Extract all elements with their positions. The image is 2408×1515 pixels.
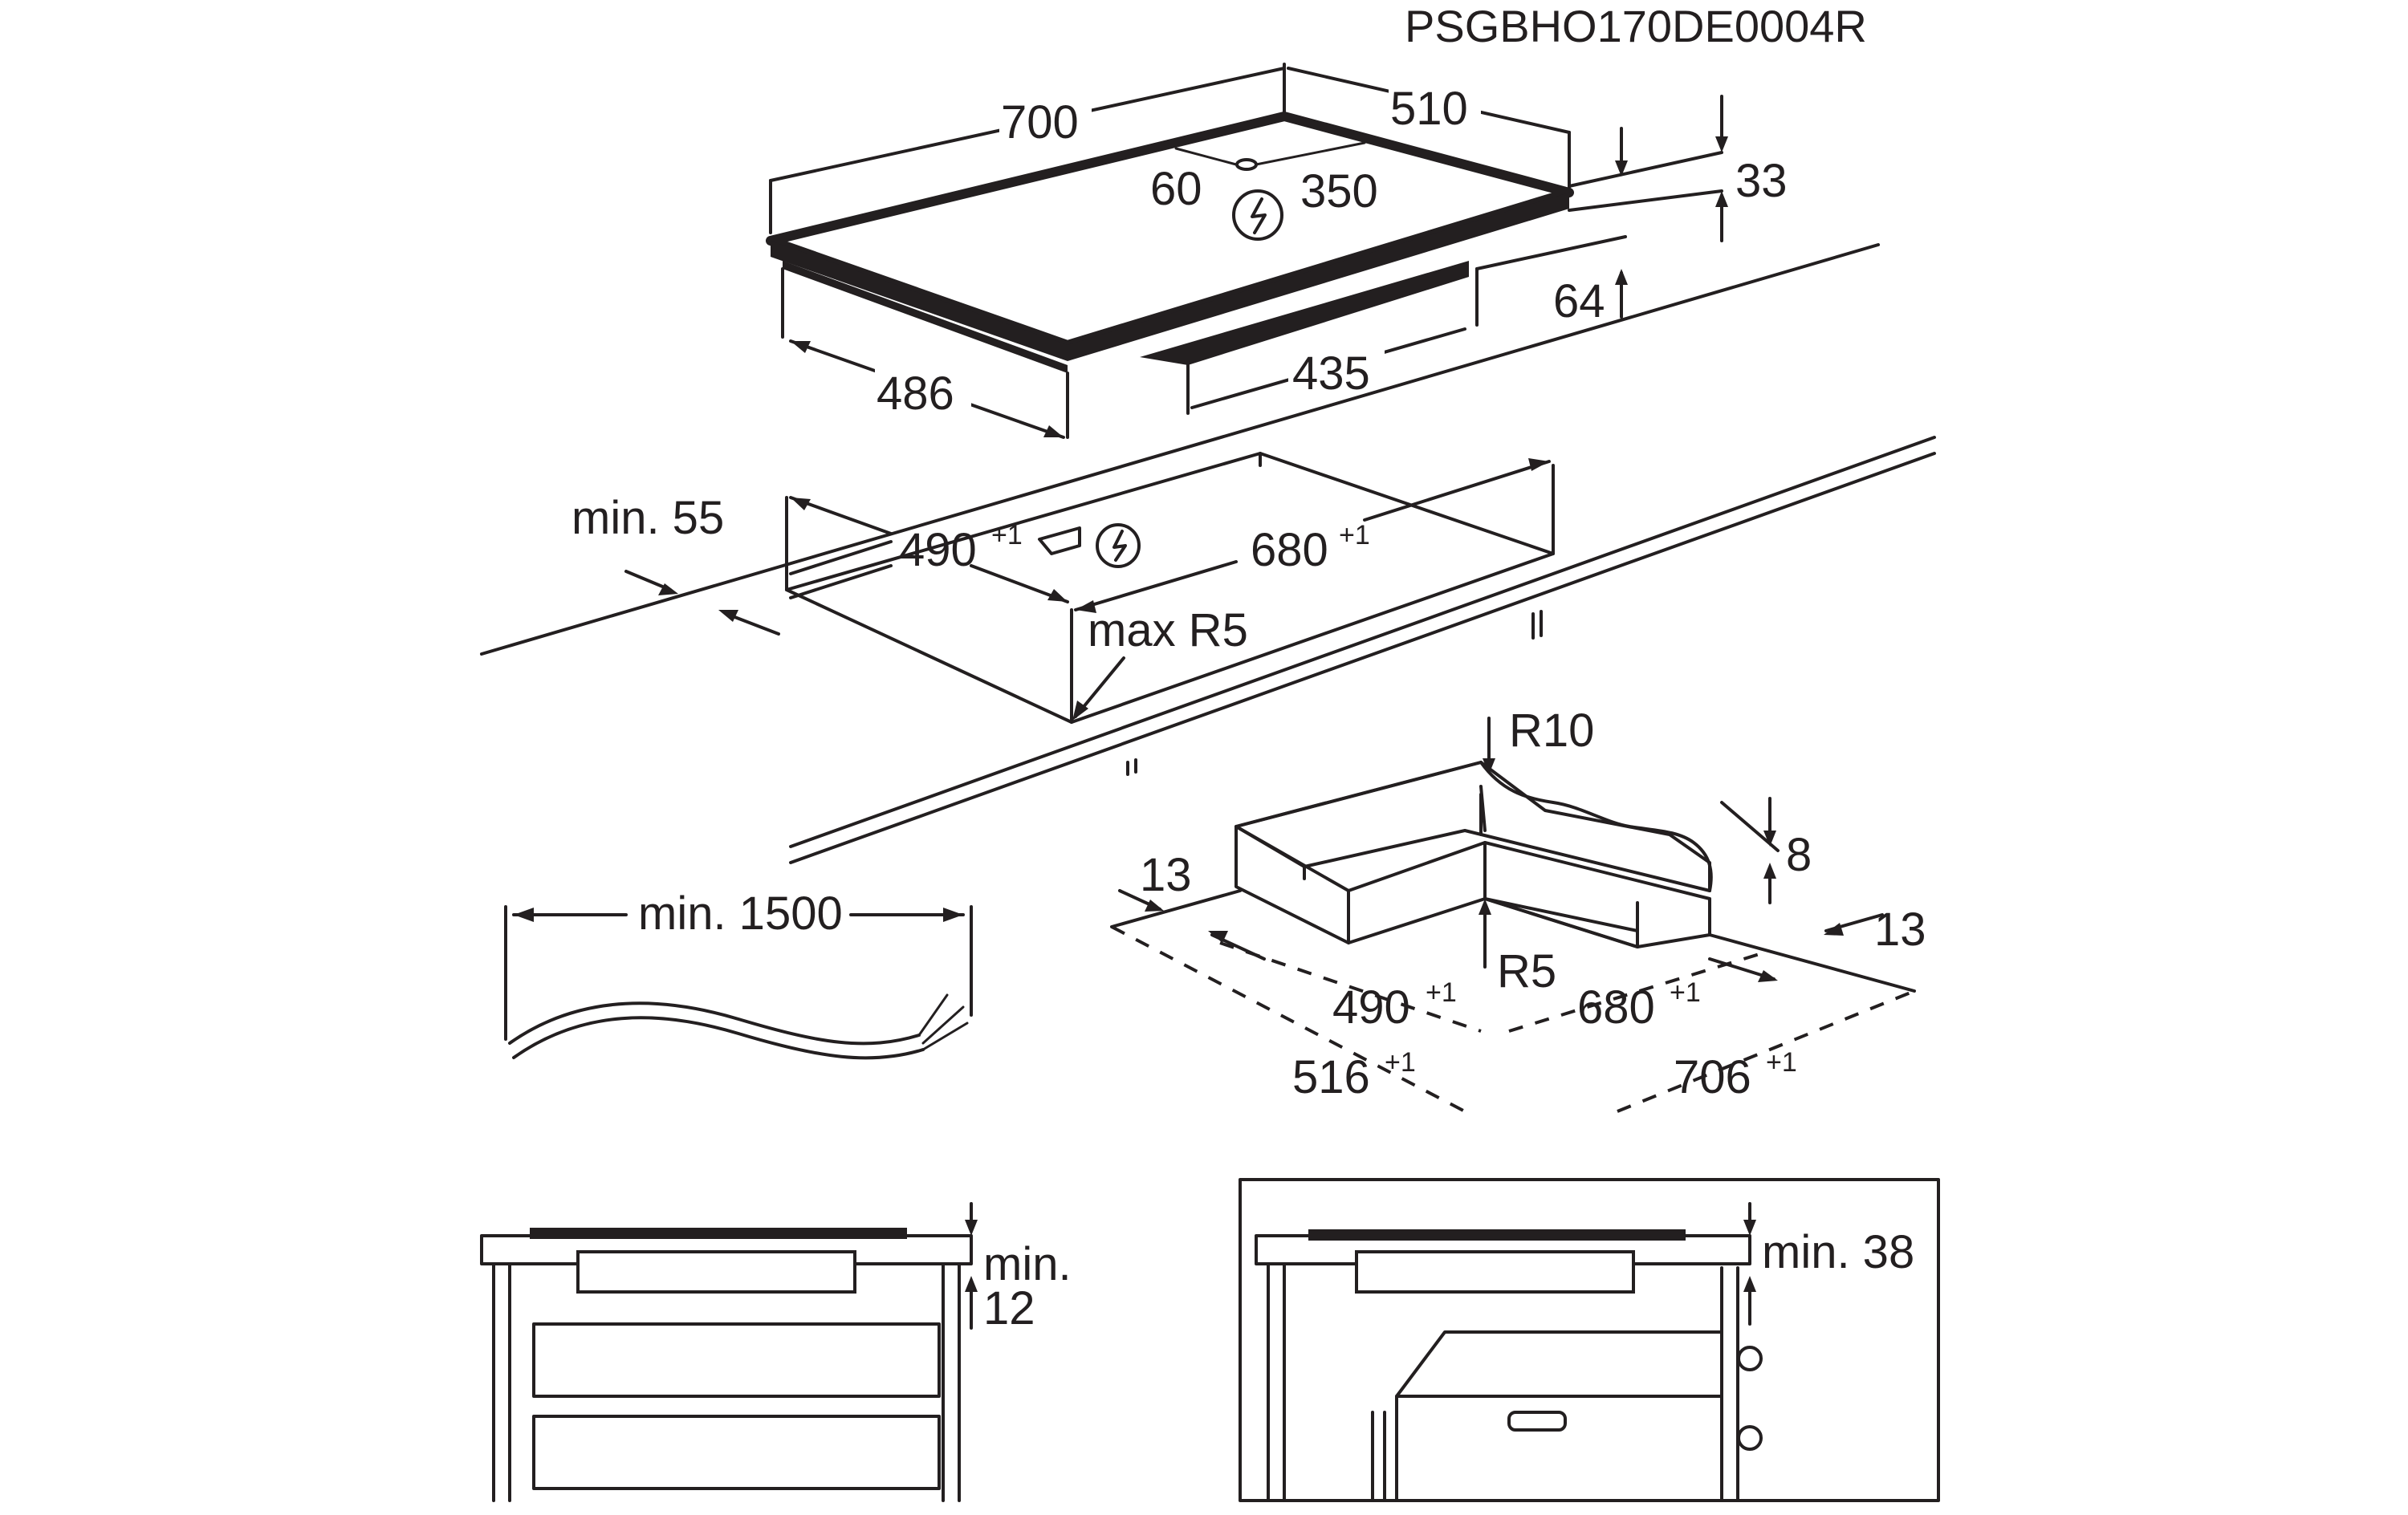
- label-outer-width: 706: [1674, 1051, 1751, 1103]
- label-cutout-depth: 490: [899, 524, 977, 576]
- electric-connection-icon: [1096, 523, 1141, 568]
- label-corner-radius: max R5: [1088, 604, 1248, 656]
- frame-detail-drawing: 13 13 8 R10 R5 490 +1 680 +1 516 +1 706 …: [1110, 705, 1926, 1113]
- hob-body-front: [783, 261, 1068, 373]
- oven-handle: [1507, 1411, 1567, 1432]
- label-min-gap-line2: 12: [983, 1282, 1035, 1334]
- hob-front-edge: [771, 241, 1068, 361]
- worktop-back-edge: [480, 243, 1880, 656]
- label-frame-width-left: 13: [1140, 849, 1192, 901]
- label-cutout-depth-tolerance: +1: [991, 520, 1023, 550]
- drawer-lower: [532, 1415, 941, 1490]
- label-body-height: 64: [1553, 275, 1605, 327]
- worktop-drawing: min. 55 490 +1 680 +1 max R5: [480, 243, 1936, 864]
- label-outer-radius: R10: [1509, 705, 1594, 757]
- label-inner-width-tolerance: +1: [1670, 977, 1701, 1008]
- electric-connection-icon: [1232, 189, 1283, 241]
- label-connection-position: 350: [1300, 165, 1378, 217]
- hob-body-side: [1140, 261, 1469, 365]
- label-body-width: 435: [1292, 347, 1370, 400]
- label-cutout-width: 680: [1251, 524, 1328, 576]
- label-outer-depth-tolerance: +1: [1385, 1047, 1416, 1078]
- label-frame-width-right: 13: [1874, 904, 1926, 956]
- label-cutout-width-tolerance: +1: [1339, 520, 1370, 550]
- label-body-depth: 486: [877, 368, 954, 420]
- label-hob-depth: 510: [1390, 83, 1468, 135]
- label-inner-depth: 490: [1332, 981, 1410, 1034]
- label-inner-width: 680: [1577, 981, 1655, 1034]
- label-cable-min-length: min. 1500: [638, 887, 843, 940]
- label-connection-offset: 60: [1150, 163, 1202, 215]
- label-min-gap-line1: min.: [983, 1238, 1072, 1290]
- label-hob-width: 700: [1001, 96, 1079, 148]
- drawer-upper: [532, 1322, 941, 1398]
- label-oven-min-gap: min. 38: [1762, 1226, 1914, 1278]
- cable: [508, 1001, 921, 1046]
- label-inner-depth-tolerance: +1: [1426, 977, 1457, 1008]
- label-frame-height: 8: [1786, 829, 1812, 881]
- label-hob-thickness: 33: [1735, 155, 1788, 207]
- label-outer-depth: 516: [1292, 1051, 1370, 1103]
- worktop-cutout: [785, 452, 1555, 724]
- installation-oven-drawing: min. 38: [1239, 1178, 1940, 1502]
- label-outer-width-tolerance: +1: [1766, 1047, 1797, 1078]
- label-min-front-distance: min. 55: [571, 492, 724, 544]
- hob-side-edge: [1068, 193, 1569, 361]
- document-code: PSGBHO170DE0004R: [1405, 1, 1867, 51]
- cable-drawing: min. 1500: [504, 887, 973, 1060]
- hob-drawing: 700 510 60 350 33 64 486 4: [766, 63, 1788, 439]
- installation-drawers-drawing: min. 12: [480, 1202, 1072, 1502]
- label-inner-radius: R5: [1497, 945, 1556, 997]
